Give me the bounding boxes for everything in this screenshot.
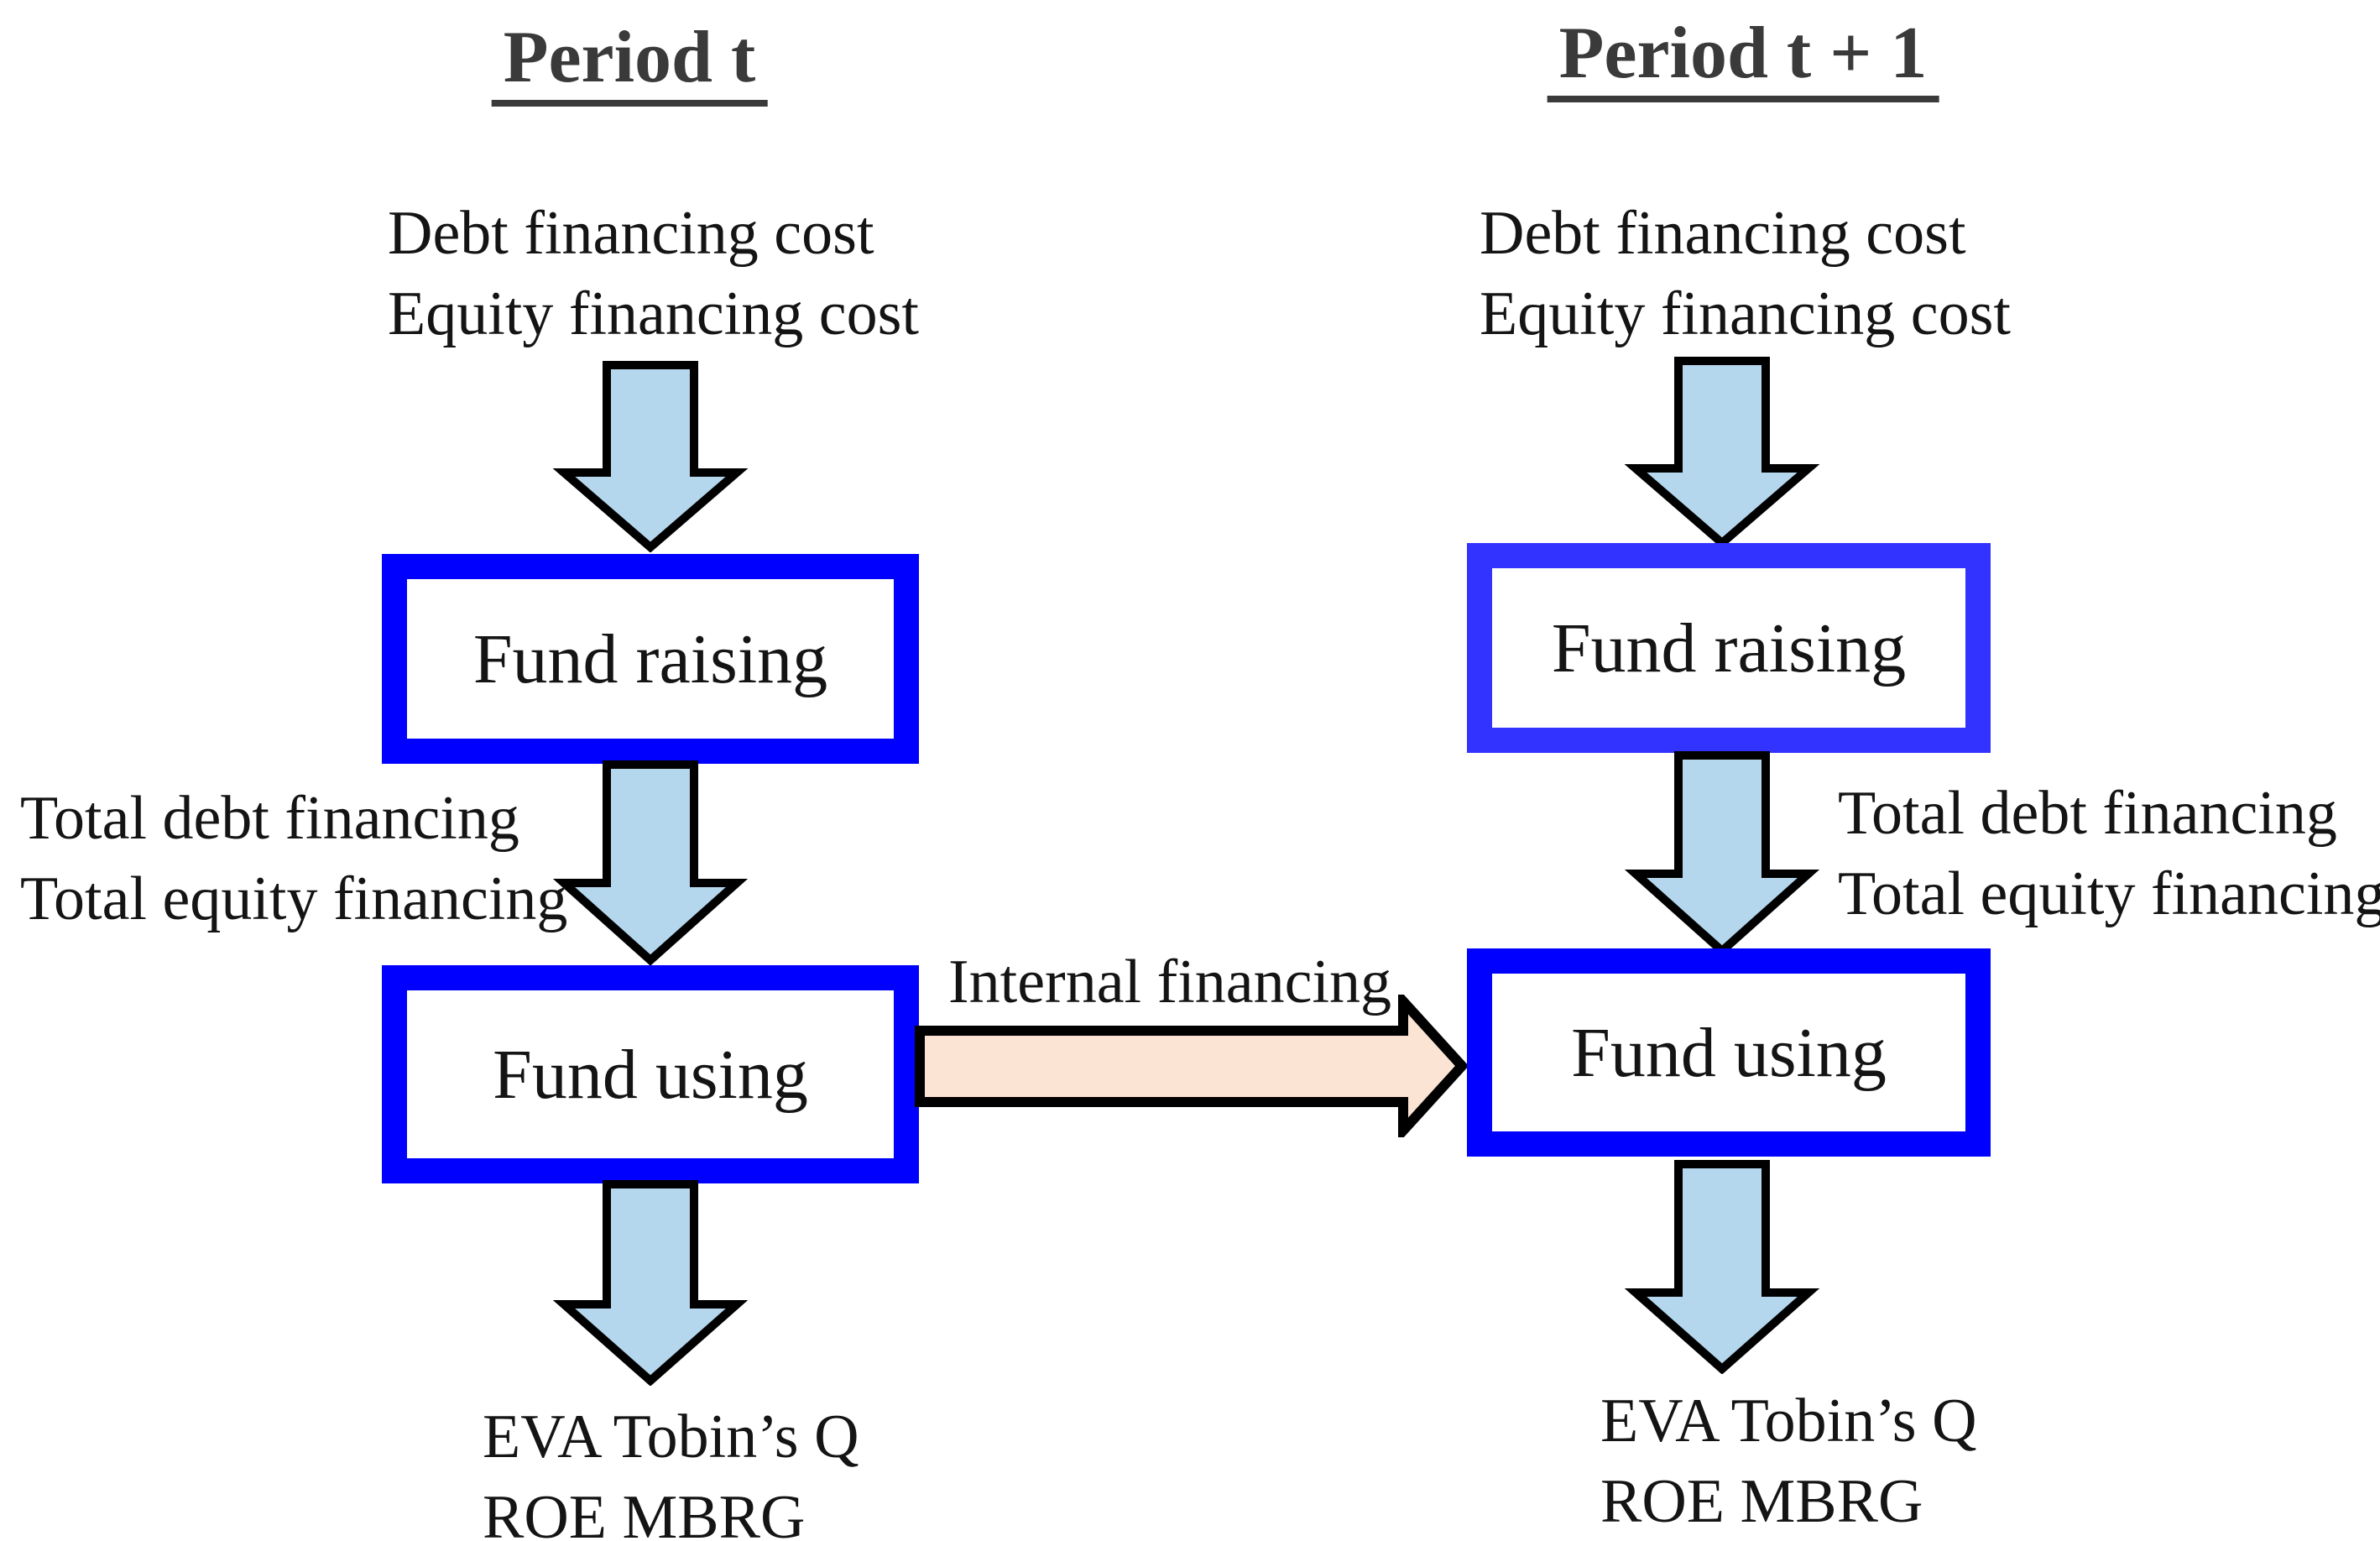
fund-raising-label: Fund raising (472, 619, 828, 698)
flow-line-total-equity: Total equity financing (20, 865, 568, 933)
right-arrow-icon (915, 995, 1469, 1137)
outcome-line-roe-mbrg: ROE MBRG (483, 1483, 806, 1541)
outcome-line-roe-mbrg: ROE MBRG (1600, 1467, 1923, 1536)
flow-labels-period-t: Total debt financing Total equity financ… (20, 778, 567, 939)
down-arrow-icon (1624, 357, 1820, 548)
outcomes-label-period-t-plus-1: EVA Tobin’s Q ROE MBRG (1600, 1381, 1977, 1541)
fund-raising-box-period-t: Fund raising (382, 554, 919, 764)
fund-raising-label: Fund raising (1551, 609, 1907, 687)
outcomes-label-period-t: EVA Tobin’s Q ROE MBRG (483, 1397, 859, 1541)
outcome-line-eva-tobinsq: EVA Tobin’s Q (483, 1403, 859, 1471)
flow-line-total-equity: Total equity financing (1838, 859, 2380, 928)
input-line-debt-cost: Debt financing cost (1480, 199, 1966, 268)
fund-using-box-period-t: Fund using (382, 965, 919, 1183)
input-line-debt-cost: Debt financing cost (388, 199, 874, 268)
input-line-equity-cost: Equity financing cost (1480, 279, 2011, 348)
internal-financing-label: Internal financing (948, 948, 1392, 1016)
down-arrow-icon (552, 760, 749, 965)
column-title-period-t-plus-1: Period t + 1 (1547, 13, 1939, 102)
down-arrow-icon (1624, 1160, 1820, 1374)
fund-using-box-period-t-plus-1: Fund using (1467, 948, 1991, 1157)
flow-line-total-debt: Total debt financing (20, 784, 519, 853)
input-line-equity-cost: Equity financing cost (388, 279, 919, 348)
fund-using-label: Fund using (1571, 1013, 1887, 1092)
fund-raising-box-period-t-plus-1: Fund raising (1467, 543, 1991, 753)
inputs-label-period-t-plus-1: Debt financing cost Equity financing cos… (1480, 193, 2011, 354)
column-title-period-t: Period t (491, 17, 768, 107)
down-arrow-icon (552, 1180, 749, 1386)
down-arrow-icon (1624, 751, 1820, 956)
fund-using-label: Fund using (493, 1035, 808, 1114)
outcome-line-eva-tobinsq: EVA Tobin’s Q (1600, 1387, 1977, 1455)
down-arrow-icon (552, 361, 749, 552)
flow-line-total-debt: Total debt financing (1838, 779, 2337, 848)
flow-labels-period-t-plus-1: Total debt financing Total equity financ… (1838, 773, 2380, 934)
inputs-label-period-t: Debt financing cost Equity financing cos… (388, 193, 919, 354)
